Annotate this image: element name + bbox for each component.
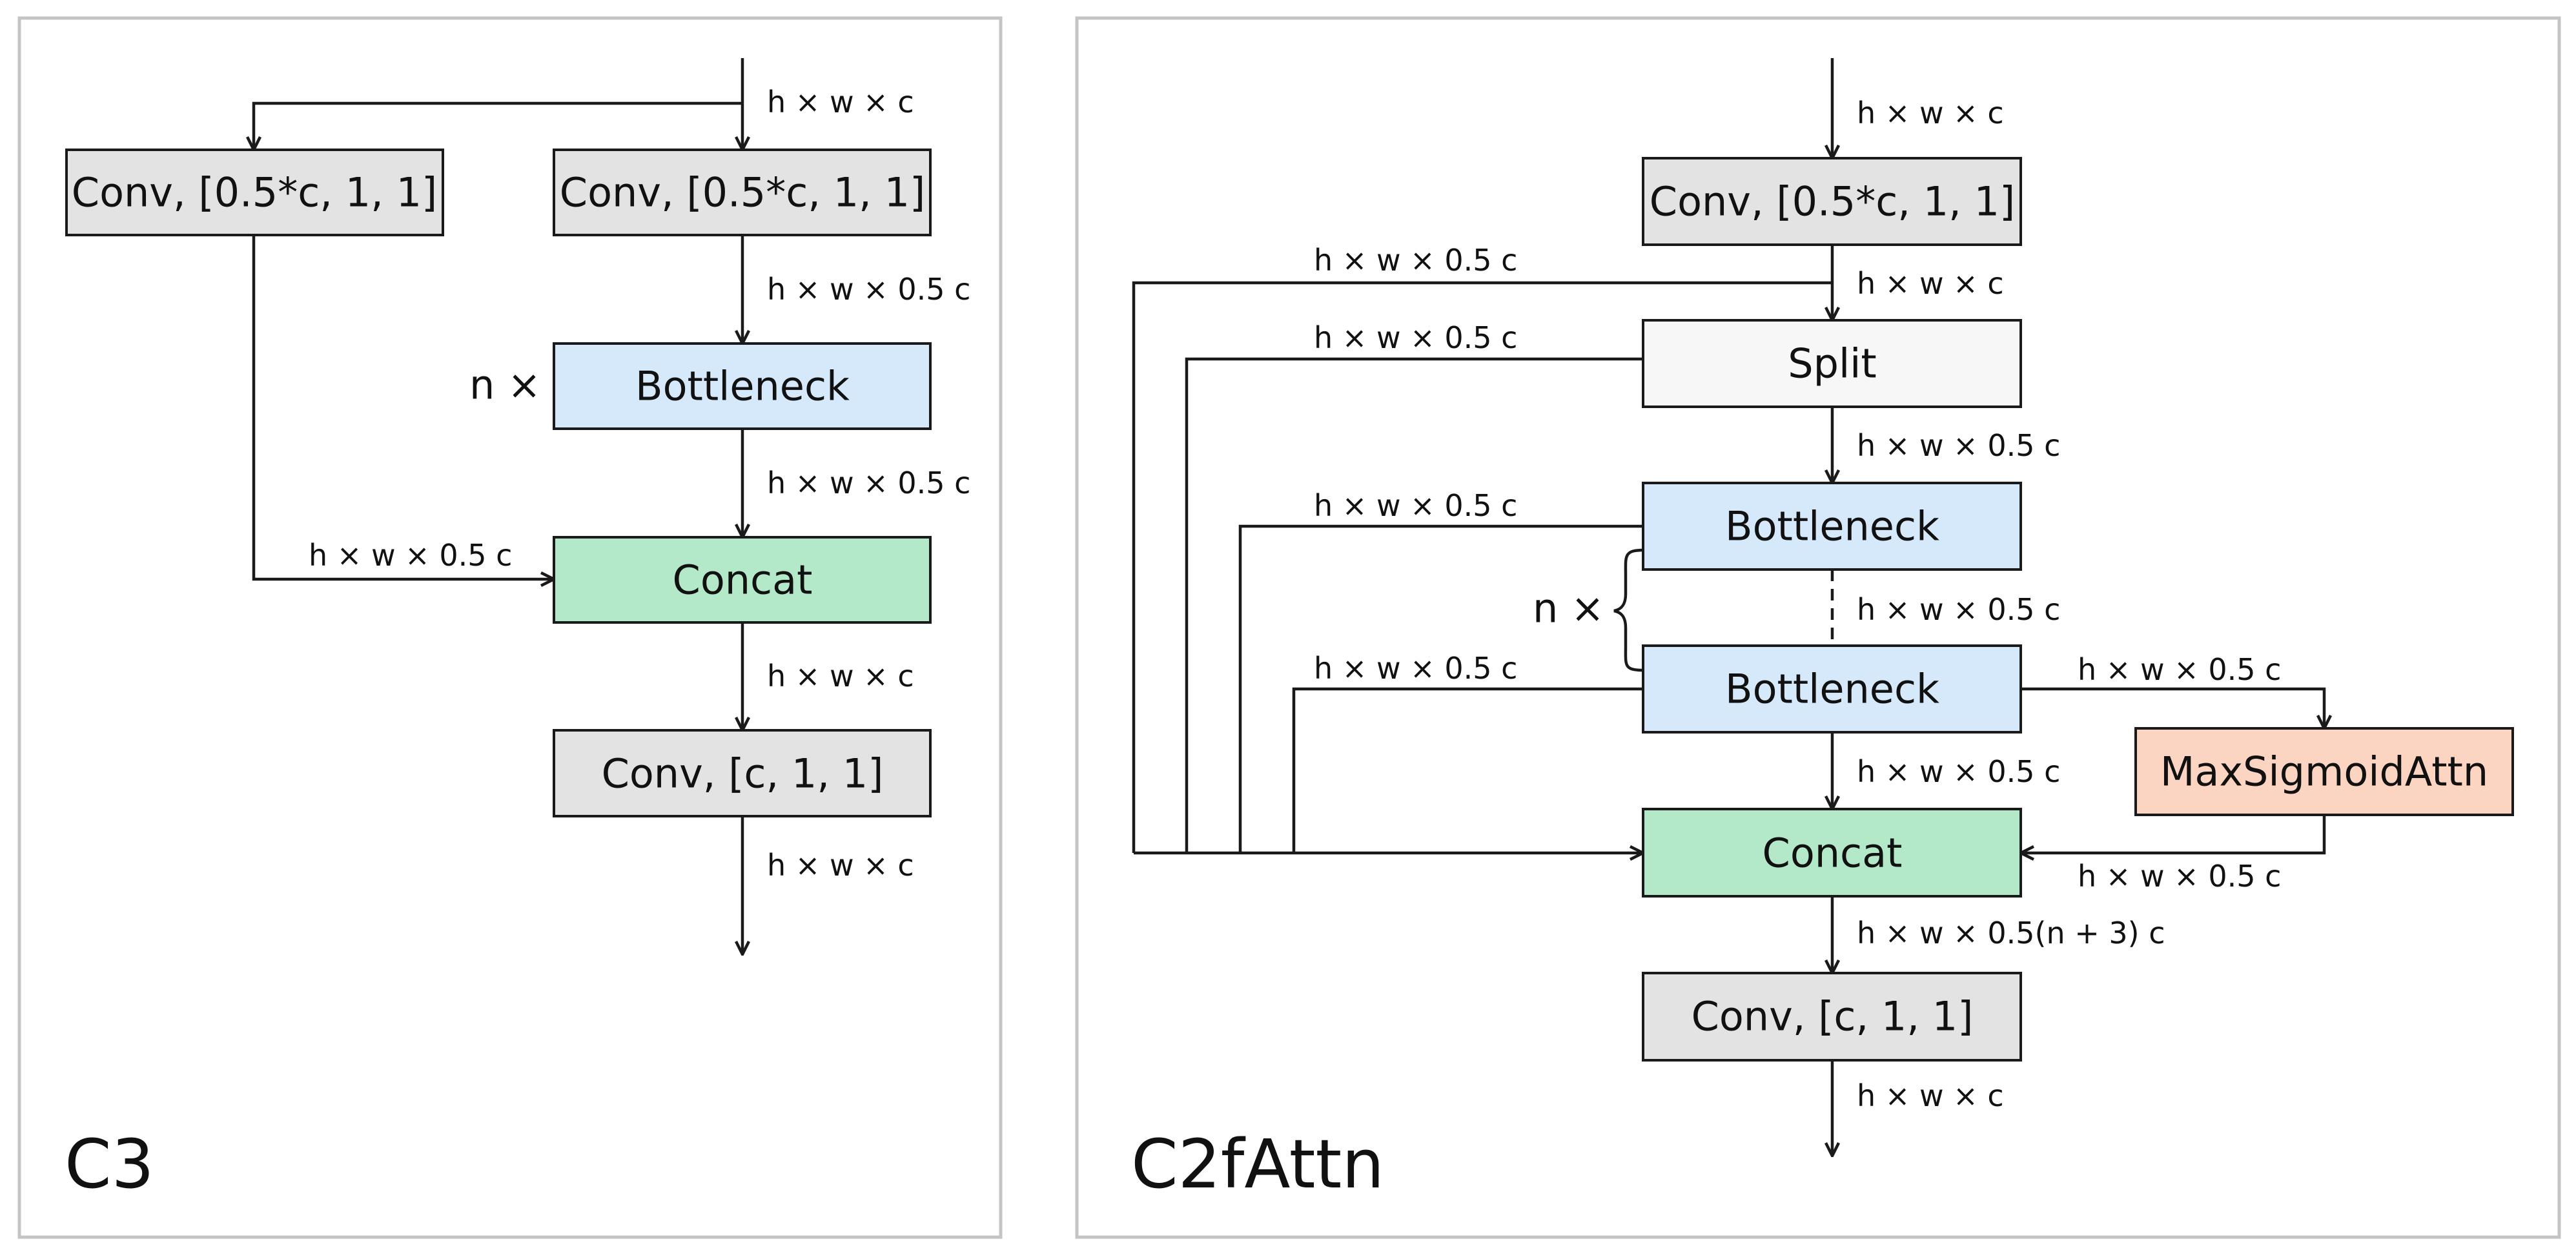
c2f-repeat-label: n × bbox=[1533, 585, 1604, 632]
c2f-conv-in-label: Conv, [0.5*c, 1, 1] bbox=[1650, 178, 2015, 225]
c2f-skip-shape-1: h × w × 0.5 c bbox=[1314, 243, 1517, 278]
c2f-skip-line-1 bbox=[1132, 281, 1832, 853]
c3-concat-box bbox=[553, 536, 932, 624]
c3-output-shape: h × w × c bbox=[767, 848, 914, 883]
c3-conv-out-box bbox=[553, 729, 932, 817]
c2fattn-panel: n × Conv, [0.5*c, 1, 1] Split Bottleneck… bbox=[1075, 16, 2561, 1239]
c2f-conv-in-box bbox=[1642, 157, 2022, 246]
c3-conv-shape: h × w × 0.5 c bbox=[767, 272, 970, 307]
c2f-skip-shape-2: h × w × 0.5 c bbox=[1314, 320, 1517, 355]
c2f-bottleneck1-label: Bottleneck bbox=[1725, 503, 1939, 550]
c3-bottleneck-box bbox=[553, 342, 932, 430]
c2f-split-label: Split bbox=[1788, 340, 1876, 387]
c2f-conv-out-box bbox=[1642, 972, 2022, 1062]
c2f-bottleneck-out-shape: h × w × 0.5 c bbox=[1857, 754, 2060, 789]
c2f-repeat-brace bbox=[1613, 548, 1644, 672]
c2f-conv-shape: h × w × c bbox=[1857, 266, 2004, 301]
c3-bottleneck-shape: h × w × 0.5 c bbox=[767, 466, 970, 500]
c3-panel: Conv, [0.5*c, 1, 1] Conv, [0.5*c, 1, 1] … bbox=[17, 16, 1003, 1239]
c2f-skip-shape-3: h × w × 0.5 c bbox=[1314, 488, 1517, 523]
c2f-between-shape: h × w × 0.5 c bbox=[1857, 592, 2060, 627]
c2f-split-box bbox=[1642, 319, 2022, 408]
c2f-skip-shape-4: h × w × 0.5 c bbox=[1314, 651, 1517, 686]
c2fattn-panel-title: C2fAttn bbox=[1131, 1125, 1384, 1204]
c3-bottleneck-label: Bottleneck bbox=[635, 363, 850, 410]
c2f-attn-box bbox=[2134, 727, 2514, 816]
c2f-concat-box bbox=[1642, 808, 2022, 898]
c2f-skip-line-4 bbox=[1292, 687, 1643, 853]
c2f-split-shape: h × w × 0.5 c bbox=[1857, 428, 2060, 463]
c2f-from-attn-shape: h × w × 0.5 c bbox=[2078, 859, 2281, 894]
c3-conv-out-label: Conv, [c, 1, 1] bbox=[602, 750, 884, 797]
c3-concat-shape: h × w × c bbox=[767, 659, 914, 693]
c2f-input-shape: h × w × c bbox=[1857, 96, 2004, 130]
c3-input-shape: h × w × c bbox=[767, 85, 914, 119]
c3-branch-arrow bbox=[254, 101, 742, 150]
c2f-conv-out-label: Conv, [c, 1, 1] bbox=[1692, 993, 1974, 1040]
c3-conv-left-box bbox=[65, 149, 444, 236]
c2f-attn-to-concat-arrow bbox=[2021, 815, 2326, 853]
c3-skip-shape: h × w × 0.5 c bbox=[309, 538, 512, 573]
c2f-attn-label: MaxSigmoidAttn bbox=[2160, 748, 2488, 795]
c3-concat-label: Concat bbox=[673, 557, 813, 604]
c3-conv-left-label: Conv, [0.5*c, 1, 1] bbox=[72, 169, 437, 216]
c2f-to-attn-shape: h × w × 0.5 c bbox=[2078, 652, 2281, 687]
c3-skip-arrow bbox=[252, 235, 554, 579]
c2f-skip-line-2 bbox=[1185, 357, 1643, 853]
c2f-output-shape: h × w × c bbox=[1857, 1078, 2004, 1113]
c3-repeat-label: n × bbox=[469, 362, 541, 409]
c2f-bottleneck1-box bbox=[1642, 482, 2022, 571]
c2f-skip-line-3 bbox=[1238, 524, 1643, 853]
c2f-to-attn-arrow bbox=[2021, 687, 2324, 728]
c2f-bottleneck2-label: Bottleneck bbox=[1725, 666, 1939, 713]
c2f-bottleneck2-box bbox=[1642, 644, 2022, 734]
c3-conv-right-label: Conv, [0.5*c, 1, 1] bbox=[560, 169, 925, 216]
c3-conv-right-box bbox=[553, 149, 932, 236]
c3-panel-title: C3 bbox=[65, 1125, 154, 1204]
c2f-concat-shape: h × w × 0.5(n + 3) c bbox=[1857, 916, 2165, 950]
c2f-concat-label: Concat bbox=[1763, 830, 1903, 877]
